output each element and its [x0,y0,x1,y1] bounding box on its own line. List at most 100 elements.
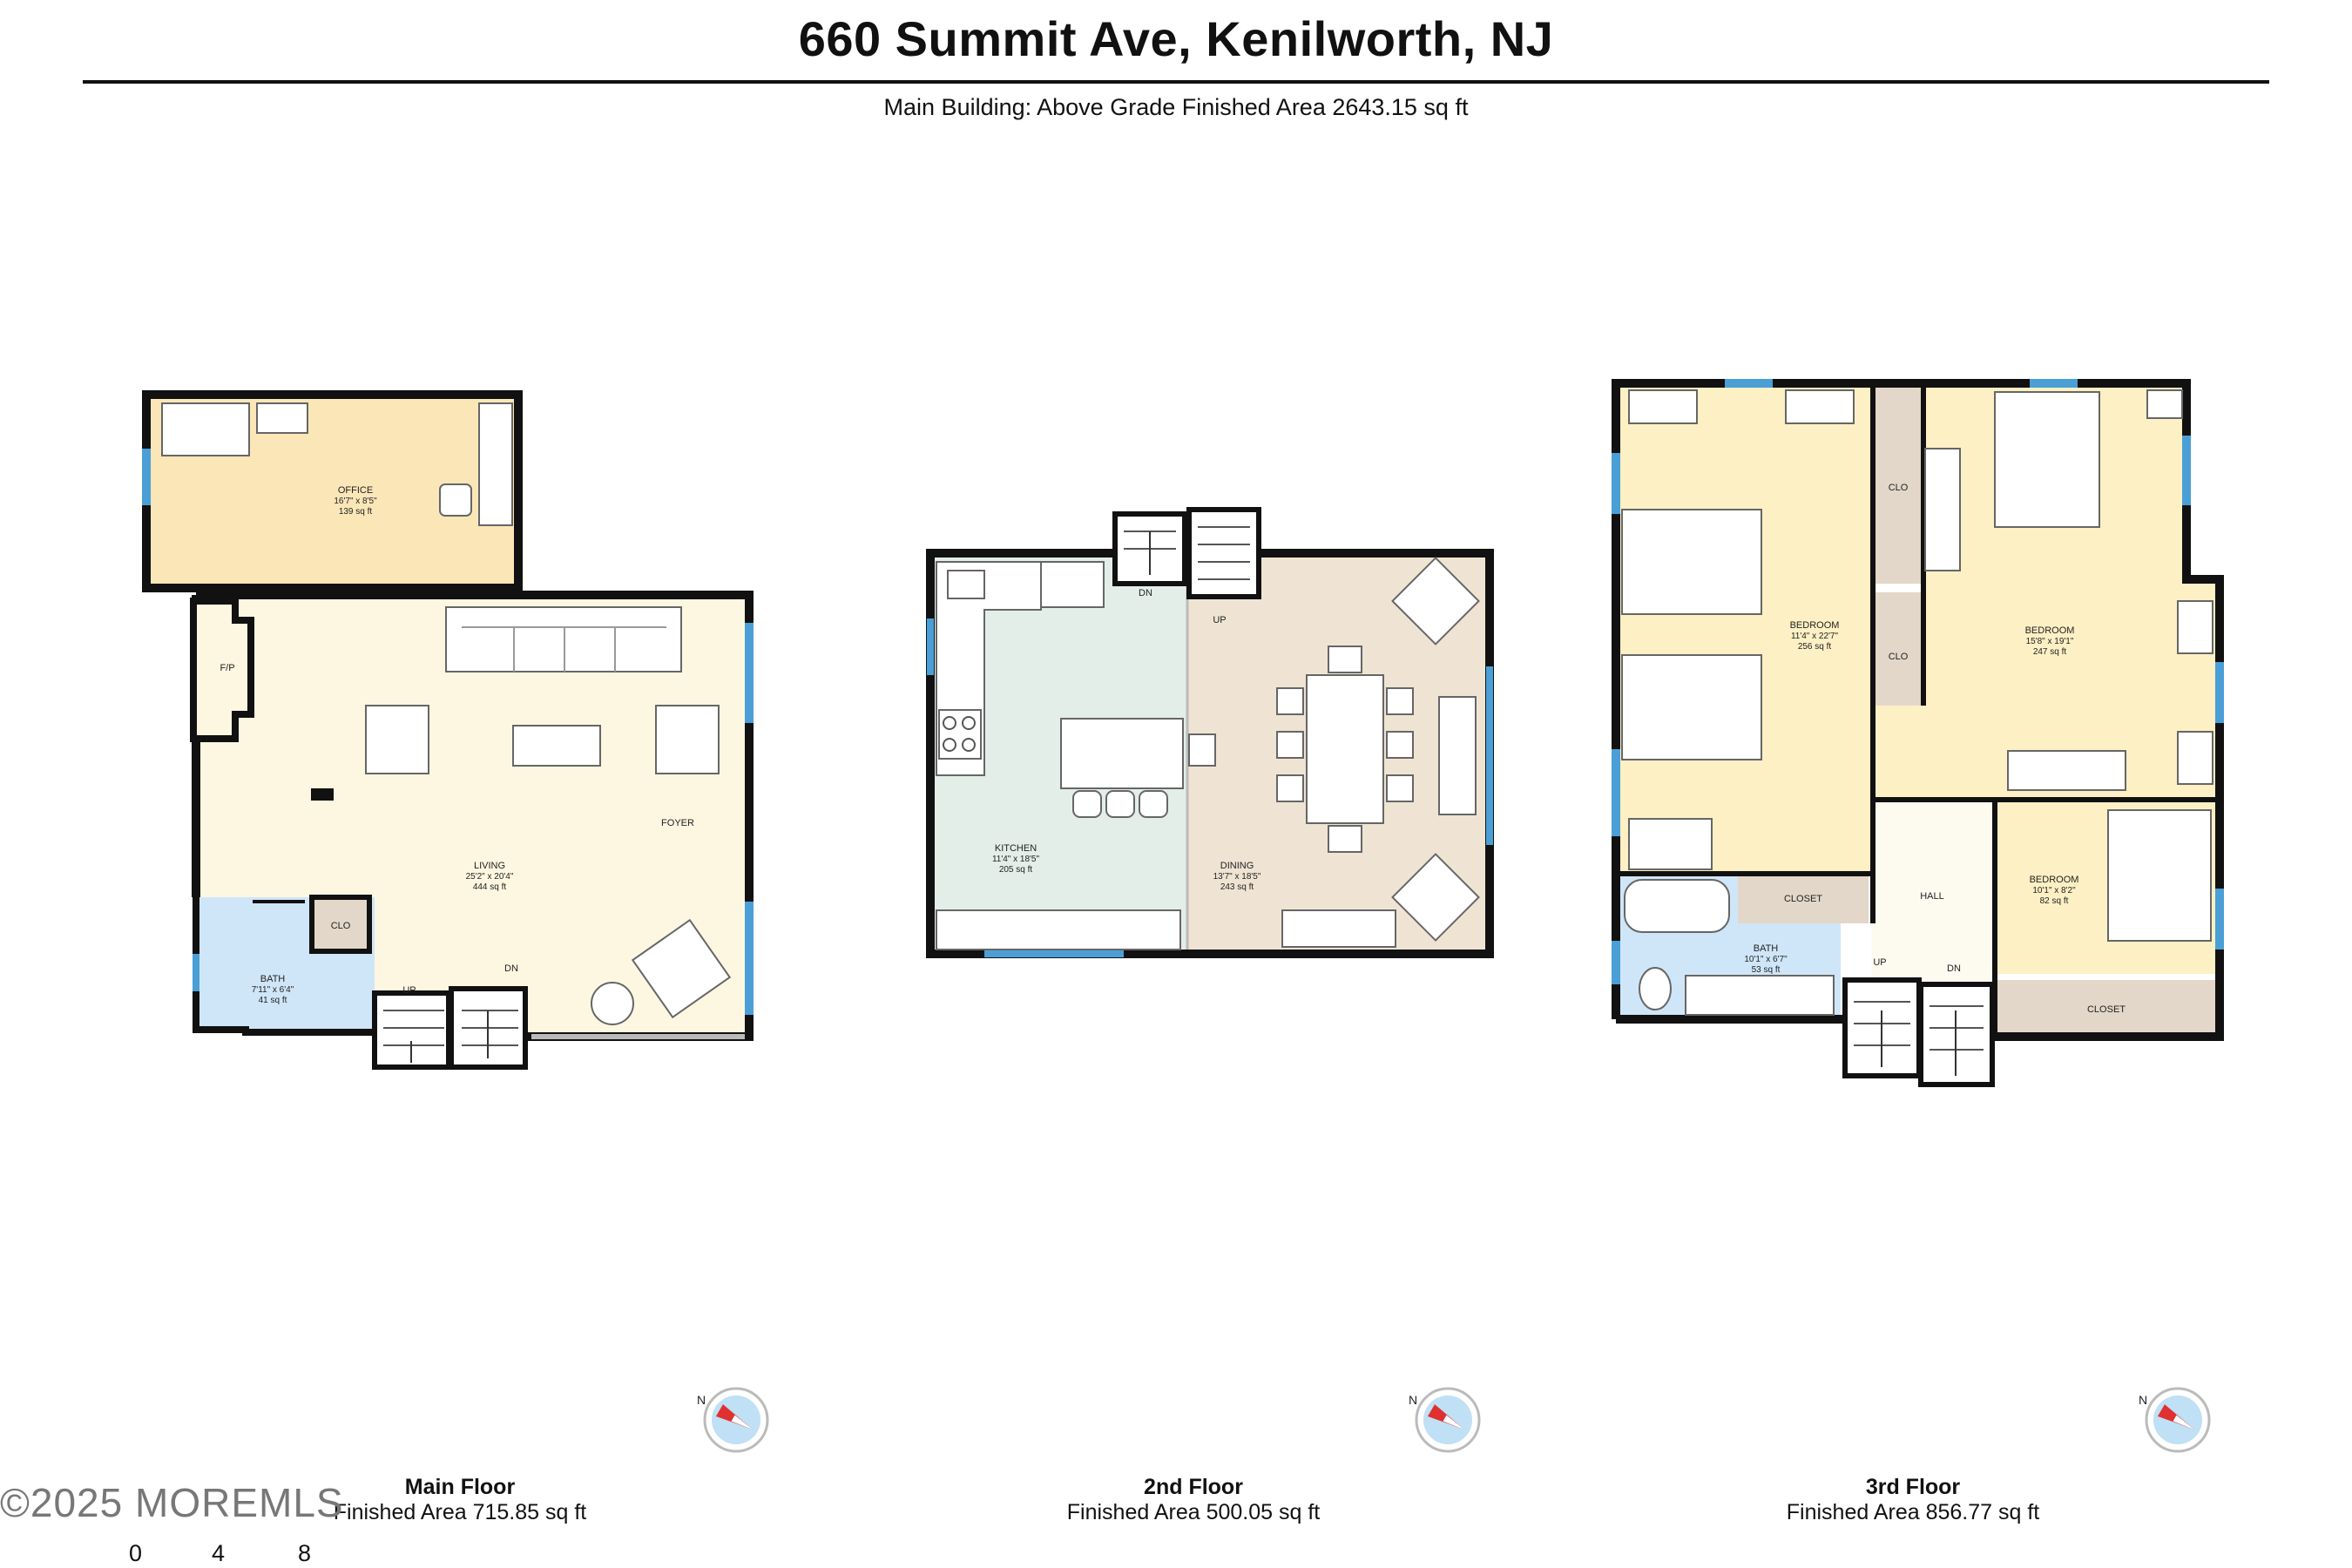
third-floor-area: Finished Area 856.77 sq ft [1786,1500,2040,1524]
bedroom3-dims: 10'1" x 8'2" [2032,886,2076,896]
second-floor-plan: KITCHEN 11'4" x 18'5" 205 sq ft DINING 1… [926,507,1494,958]
bedroom1-dims: 11'4" x 22'7" [1791,632,1839,641]
sideboard [1438,696,1477,815]
svg-text:N: N [697,1393,706,1407]
scale-label: 0 [129,1540,143,1566]
main-clo [309,895,372,954]
second-floor-name: 2nd Floor [1144,1475,1243,1499]
living-label: LIVING [474,861,505,871]
fridge-icon [1040,561,1105,608]
living-room [196,595,749,1037]
bedroom2-sqft: 247 sq ft [2033,647,2067,657]
bed-icon [2107,809,2212,942]
bed-icon [1621,509,1762,615]
office-dims: 16'7" x 8'5" [334,497,377,506]
page-title: 660 Summit Ave, Kenilworth, NJ [798,11,1554,66]
sink-icon [947,570,985,599]
third-dn-label: DN [1947,963,1961,974]
armchair-icon [1391,557,1480,645]
third-up-label: UP [1873,957,1886,968]
dining-table [1306,674,1384,824]
fireplace [190,598,254,742]
main-stairs-up [372,990,451,1070]
main-floor-name: Main Floor [404,1475,516,1499]
third-bath-sqft: 53 sq ft [1752,965,1781,975]
main-floor-plan: OFFICE 16'7" x 8'5" 139 sq ft F/P LIVING… [142,390,754,1070]
main-bath-label: BATH [260,974,286,984]
toilet-icon [1639,967,1672,1010]
stove-icon [938,709,982,760]
bed-icon [1621,654,1762,760]
office-sqft: 139 sq ft [339,507,373,517]
main-bath-dims: 7'11" x 6'4" [252,985,294,995]
closet2-room [1995,980,2217,1037]
main-floor-area: Finished Area 715.85 sq ft [333,1500,587,1524]
kitchen-label: KITCHEN [995,843,1037,854]
hall-room [1871,801,1993,984]
fp-label: F/P [220,663,234,673]
armchair-icon [631,918,732,1019]
compass-icon: N [1409,1387,1481,1453]
armchair-icon [365,705,429,774]
vanity [1685,975,1835,1016]
clo2-room [1873,592,1923,706]
scale-label: 8 [298,1540,312,1566]
main-bath-sqft: 41 sq ft [259,996,287,1005]
bed-icon [1994,391,2100,528]
bathtub-icon [1624,879,1730,933]
living-dims: 25'2" x 20'4" [466,872,514,882]
second-up-label: UP [1213,615,1226,625]
kitchen-island [1060,718,1184,789]
armchair-icon [1391,853,1480,942]
hall-label: HALL [1920,891,1944,902]
second-floor-area: Finished Area 500.05 sq ft [1066,1500,1321,1524]
closet1-label: CLOSET [1784,894,1822,904]
foyer-label: FOYER [661,818,694,828]
svg-text:N: N [1409,1393,1417,1407]
closet2-label: CLOSET [2087,1004,2126,1015]
armchair-icon [655,705,720,774]
page-subtitle: Main Building: Above Grade Finished Area… [883,94,1469,120]
bedroom1-label: BEDROOM [1790,620,1840,631]
main-dn-label: DN [504,963,518,974]
bedroom3-label: BEDROOM [2030,875,2079,885]
svg-text:N: N [2139,1393,2147,1407]
coffee-table [512,725,601,767]
office-label: OFFICE [338,485,373,496]
dining-sqft: 243 sq ft [1220,882,1254,892]
scale-label: 4 [212,1540,226,1566]
side-table [591,982,634,1025]
closet1-room [1738,875,1869,923]
kitchen-sqft: 205 sq ft [999,865,1033,875]
kitchen-dims: 11'4" x 18'5" [992,855,1040,864]
third-stairs-up [1842,977,1922,1078]
second-stairs-down [1112,511,1187,586]
third-bath-label: BATH [1754,943,1779,954]
bedroom2-label: BEDROOM [2025,625,2075,636]
third-floor-plan: BEDROOM 11'4" x 22'7" 256 sq ft BEDROOM … [1612,379,2224,1087]
main-stairs-down [449,986,528,1070]
dining-dims: 13'7" x 18'5" [1213,872,1261,882]
watermark: ©2025 MOREMLS [0,1480,344,1525]
dining-label: DINING [1220,861,1254,871]
clo2-label: CLO [1889,652,1909,662]
main-clo-label: CLO [331,921,351,931]
second-stairs-up [1186,507,1261,599]
living-sqft: 444 sq ft [473,882,507,892]
main-up-label: UP [402,985,416,996]
bedroom2-dims: 15'8" x 19'1" [2026,637,2074,646]
clo1-label: CLO [1889,483,1909,493]
compass-icon: N [2139,1387,2211,1453]
bedroom1-sqft: 256 sq ft [1798,642,1832,652]
desk-icon [1628,818,1713,870]
second-dn-label: DN [1139,588,1152,598]
third-bath-dims: 10'1" x 6'7" [1744,955,1788,964]
third-floor-name: 3rd Floor [1865,1475,1961,1499]
compass-icon: N [697,1387,769,1453]
chair-icon [439,483,472,517]
bedroom1-room [1616,383,1873,871]
bedroom3-sqft: 82 sq ft [2040,896,2069,906]
desk-icon [161,402,250,456]
third-stairs-down [1918,982,1995,1087]
